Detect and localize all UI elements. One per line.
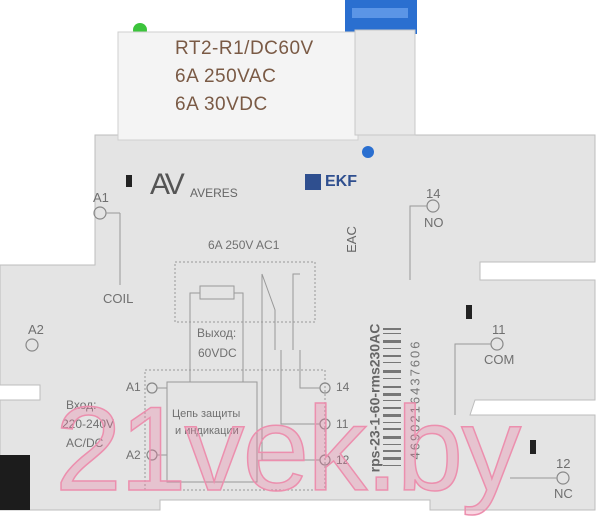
circuit-label-2: и индикации [175,425,239,437]
input-type: AC/DC [66,436,104,450]
com-label: COM [484,352,515,367]
contact-rating: 6A 250V AC1 [208,238,280,252]
diagram-12: 12 [336,453,350,467]
diagram-a2: A2 [126,448,141,462]
relay-rating-dc: 6A 30VDC [175,94,268,115]
diagram-14: 14 [336,380,350,394]
relay-rating-ac: 6A 250VAC [175,66,277,87]
averes-logo-mark: AV [150,168,185,201]
input-label: Вход: [66,398,97,412]
article-code: rps-23-1-60-rms230AC [366,323,383,473]
blue-indicator [362,146,374,158]
terminal-a1-label: A1 [93,190,109,205]
terminal-14-label: 14 [426,186,441,201]
ekf-logo-mark [305,174,321,190]
averes-name: AVERES [190,186,238,200]
circuit-label-1: Цепь защиты [172,408,241,420]
terminal-11-label: 11 [492,322,506,337]
output-label: Выход: [197,326,237,340]
diagram-a1: A1 [126,380,141,394]
terminal-12-label: 12 [556,456,571,471]
no-label: NO [424,215,444,230]
nc-label: NC [554,486,573,501]
eac-mark: EAC [343,226,359,253]
input-voltage: 220-240V [62,417,115,431]
output-value: 60VDC [198,346,237,360]
barcode-number: 4690216437606 [407,339,423,460]
ekf-logo: EKF [325,173,357,190]
diagram-11: 11 [336,417,349,431]
din-clip [0,455,30,510]
barcode [383,328,401,466]
terminal-a2-label: A2 [28,322,44,337]
relay-model: RT2-R1/DC60V [175,38,314,59]
coil-label: COIL [103,291,134,306]
